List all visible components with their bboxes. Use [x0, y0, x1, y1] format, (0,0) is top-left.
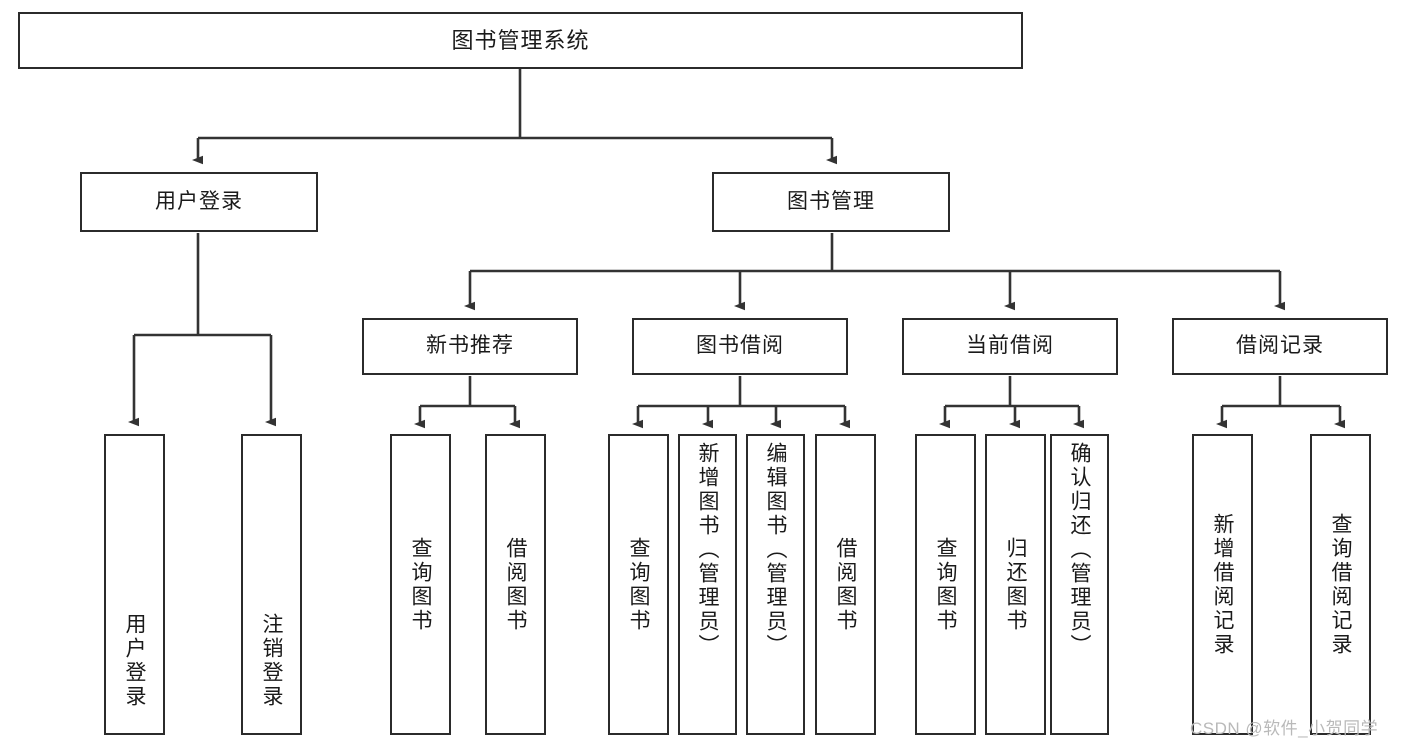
node-label: 查询借阅记录 — [1329, 512, 1352, 657]
node-label: 编辑图书（管理员） — [764, 442, 787, 658]
node-label: 查询图书 — [409, 536, 432, 633]
leaf-current-borrow-confirm-return[interactable]: 确认归还（管理员） — [1050, 434, 1109, 735]
node-label: 借阅图书 — [834, 536, 857, 633]
leaf-borrow-record-query[interactable]: 查询借阅记录 — [1310, 434, 1371, 735]
node-label: 借阅图书 — [504, 536, 527, 633]
node-label: 图书管理 — [787, 189, 875, 213]
node-root[interactable]: 图书管理系统 — [18, 12, 1023, 69]
leaf-book-borrow-edit[interactable]: 编辑图书（管理员） — [746, 434, 805, 735]
node-label: 归还图书 — [1004, 536, 1027, 633]
node-current-borrow[interactable]: 当前借阅 — [902, 318, 1118, 375]
node-borrow-record[interactable]: 借阅记录 — [1172, 318, 1388, 375]
leaf-current-borrow-return[interactable]: 归还图书 — [985, 434, 1046, 735]
leaf-book-borrow-add[interactable]: 新增图书（管理员） — [678, 434, 737, 735]
node-label: 图书借阅 — [696, 334, 784, 358]
node-book-borrow[interactable]: 图书借阅 — [632, 318, 848, 375]
leaf-new-book-query[interactable]: 查询图书 — [390, 434, 451, 735]
node-label: 新增借阅记录 — [1211, 512, 1234, 657]
leaf-borrow-record-add[interactable]: 新增借阅记录 — [1192, 434, 1253, 735]
node-book-management[interactable]: 图书管理 — [712, 172, 950, 232]
leaf-book-borrow-borrow[interactable]: 借阅图书 — [815, 434, 876, 735]
node-label: 用户登录 — [123, 613, 146, 709]
leaf-current-borrow-query[interactable]: 查询图书 — [915, 434, 976, 735]
node-new-book-recommend[interactable]: 新书推荐 — [362, 318, 578, 375]
node-label: 新书推荐 — [426, 334, 514, 358]
leaf-book-borrow-query[interactable]: 查询图书 — [608, 434, 669, 735]
node-label: 确认归还（管理员） — [1068, 442, 1091, 658]
node-label: 注销登录 — [260, 613, 283, 709]
node-label: 图书管理系统 — [451, 27, 590, 53]
node-label: 当前借阅 — [966, 334, 1054, 358]
leaf-new-book-borrow[interactable]: 借阅图书 — [485, 434, 546, 735]
leaf-user-login-signin[interactable]: 用户登录 — [104, 434, 165, 735]
node-label: 查询图书 — [934, 536, 957, 633]
node-label: 借阅记录 — [1236, 334, 1324, 358]
node-user-login[interactable]: 用户登录 — [80, 172, 318, 232]
leaf-user-login-signout[interactable]: 注销登录 — [241, 434, 302, 735]
node-label: 用户登录 — [155, 189, 243, 213]
watermark-text: CSDN @软件_小贺同学 — [1190, 719, 1379, 738]
node-label: 新增图书（管理员） — [696, 442, 719, 658]
node-label: 查询图书 — [627, 536, 650, 633]
